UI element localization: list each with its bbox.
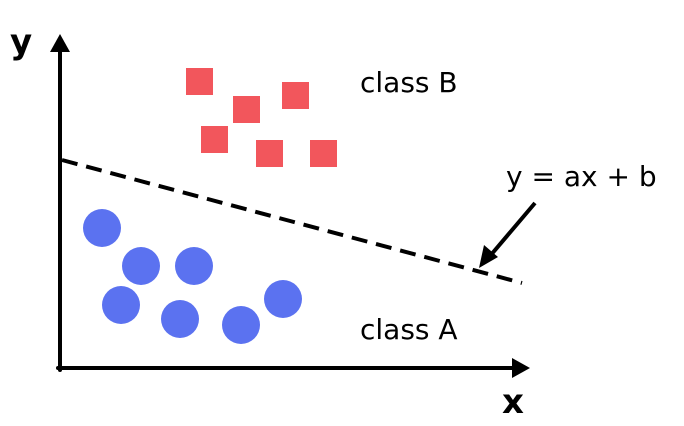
class-a-circle <box>161 300 199 338</box>
class-a-circle <box>222 306 260 344</box>
x-axis-label: x <box>502 382 524 422</box>
class-a-circle <box>122 247 160 285</box>
class-a-circle <box>83 209 121 247</box>
class-b-square <box>256 140 283 167</box>
class-a-circle <box>175 247 213 285</box>
class-a-circle <box>264 280 302 318</box>
class-a-label: class A <box>360 313 458 346</box>
x-axis-arrowhead-icon <box>512 358 530 378</box>
class-b-square <box>233 96 260 123</box>
class-a-points <box>83 209 302 344</box>
class-b-square <box>282 82 309 109</box>
class-a-circle <box>102 286 140 324</box>
class-b-square <box>201 126 228 153</box>
class-b-square <box>310 140 337 167</box>
class-b-square <box>186 68 213 95</box>
class-b-label: class B <box>360 66 458 99</box>
class-b-points <box>186 68 337 167</box>
y-axis-arrowhead-icon <box>50 34 70 52</box>
decision-boundary-line <box>61 158 523 285</box>
y-axis-label: y <box>10 22 32 62</box>
boundary-equation-label: y = ax + b <box>506 160 657 193</box>
arrow-down-left-icon <box>479 201 537 268</box>
